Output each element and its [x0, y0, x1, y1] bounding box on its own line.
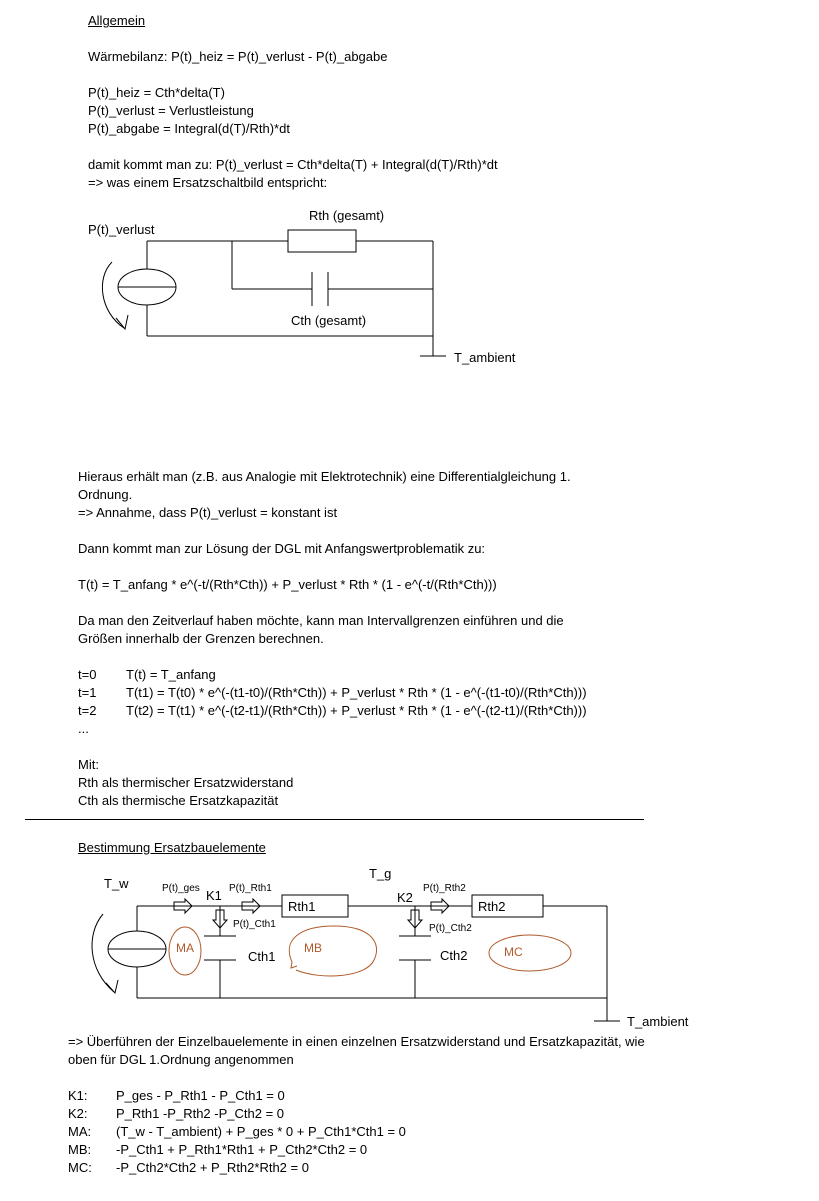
mesh-mb-label: MB: [304, 941, 322, 955]
heading-bestimmung: Bestimmung Ersatzbauelemente: [78, 840, 266, 855]
conclusion-line2: oben für DGL 1.Ordnung angenommen: [68, 1052, 294, 1067]
analysis-p3-line1: Da man den Zeitverlauf haben möchte, kan…: [78, 613, 564, 628]
mesh-mc-label: MC: [504, 945, 523, 959]
equation-label: K2:: [68, 1106, 88, 1121]
p-rth2-arrow-icon: [430, 897, 450, 915]
p-cth1-arrow-icon: [211, 909, 229, 929]
assumption-line: => Annahme, dass P(t)_verlust = konstant…: [78, 505, 338, 520]
step-equation: T(t) = T_anfang: [126, 667, 216, 682]
p-rth1-label: P(t)_Rth1: [229, 883, 272, 894]
p-rth1-arrow-icon: [241, 897, 261, 915]
equation-text: (T_w - T_ambient) + P_ges * 0 + P_Cth1*C…: [116, 1124, 406, 1139]
k2-node-label: K2: [397, 890, 413, 905]
equation-text: -P_Cth2*Cth2 + P_Rth2*Rth2 = 0: [116, 1160, 309, 1175]
step-label: t=1: [78, 685, 97, 700]
equation-label: MC:: [68, 1160, 92, 1175]
t-w-label: T_w: [104, 876, 129, 891]
rth-gesamt-resistor: [287, 229, 357, 253]
analysis-p1-line1: Hieraus erhält man (z.B. aus Analogie mi…: [78, 469, 571, 484]
step-equation: T(t2) = T(t1) * e^(-(t2-t1)/(Rth*Cth)) +…: [126, 703, 587, 718]
rth2-label: Rth2: [478, 899, 505, 914]
p-cth2-label: P(t)_Cth2: [429, 923, 472, 934]
result-line: damit kommt man zu: P(t)_verlust = Cth*d…: [88, 157, 498, 172]
analysis-p1-line2: Ordnung.: [78, 487, 133, 502]
def-heiz: P(t)_heiz = Cth*delta(T): [88, 85, 225, 100]
source-label: P(t)_verlust: [88, 222, 155, 237]
heading-allgemein: Allgemein: [88, 13, 146, 28]
mesh-ma-label: MA: [176, 941, 194, 955]
conclusion-line1: => Überführen der Einzelbauelemente in e…: [68, 1034, 645, 1049]
equation-text: P_ges - P_Rth1 - P_Cth1 = 0: [116, 1088, 285, 1103]
cth-gesamt-label: Cth (gesamt): [291, 313, 366, 328]
mesh-mc-loop: [488, 934, 572, 972]
p-rth2-label: P(t)_Rth2: [423, 883, 466, 894]
equation-text: P_Rth1 -P_Rth2 -P_Cth2 = 0: [116, 1106, 285, 1121]
p-ges-label: P(t)_ges: [162, 883, 200, 894]
ambient-label-1: T_ambient: [454, 350, 516, 365]
analysis-p2: Dann kommt man zur Lösung der DGL mit An…: [78, 541, 486, 556]
rth-definition: Rth als thermischer Ersatzwiderstand: [78, 775, 294, 790]
equiv-line: => was einem Ersatzschaltbild entspricht…: [88, 175, 328, 190]
ellipsis: ...: [78, 721, 89, 736]
step-label: t=2: [78, 703, 97, 718]
rth2-resistor: [471, 894, 544, 918]
solution-equation: T(t) = T_anfang * e^(-t/(Rth*Cth)) + P_v…: [78, 577, 497, 592]
k1-node-label: K1: [206, 888, 222, 903]
section-divider: [25, 819, 644, 820]
equation-label: MB:: [68, 1142, 92, 1157]
p-cth2-arrow-icon: [406, 909, 424, 929]
heat-balance-line: Wärmebilanz: P(t)_heiz = P(t)_verlust - …: [88, 49, 388, 64]
def-verlust: P(t)_verlust = Verlustleistung: [88, 103, 254, 118]
equation-text: -P_Cth1 + P_Rth1*Rth1 + P_Cth2*Cth2 = 0: [116, 1142, 368, 1157]
mesh-mb-loop: [288, 925, 378, 977]
cth1-label: Cth1: [248, 949, 275, 964]
cth2-label: Cth2: [440, 948, 467, 963]
step-equation: T(t1) = T(t0) * e^(-(t1-t0)/(Rth*Cth)) +…: [126, 685, 587, 700]
rth-gesamt-label: Rth (gesamt): [309, 208, 384, 223]
p-ges-arrow-icon: [173, 897, 193, 915]
equation-label: MA:: [68, 1124, 92, 1139]
def-abgabe: P(t)_abgabe = Integral(d(T)/Rth)*dt: [88, 121, 290, 136]
p-cth1-label: P(t)_Cth1: [233, 919, 276, 930]
ambient-label-2: T_ambient: [627, 1014, 689, 1029]
t-g-label: T_g: [369, 866, 391, 881]
equation-label: K1:: [68, 1088, 88, 1103]
mesh-ma-loop: [168, 926, 202, 976]
mit-label: Mit:: [78, 757, 99, 772]
rth1-resistor: [281, 894, 349, 918]
cth-definition: Cth als thermische Ersatzkapazität: [78, 793, 279, 808]
analysis-p3-line2: Größen innerhalb der Grenzen berechnen.: [78, 631, 324, 646]
step-label: t=0: [78, 667, 97, 682]
rth1-label: Rth1: [288, 899, 315, 914]
